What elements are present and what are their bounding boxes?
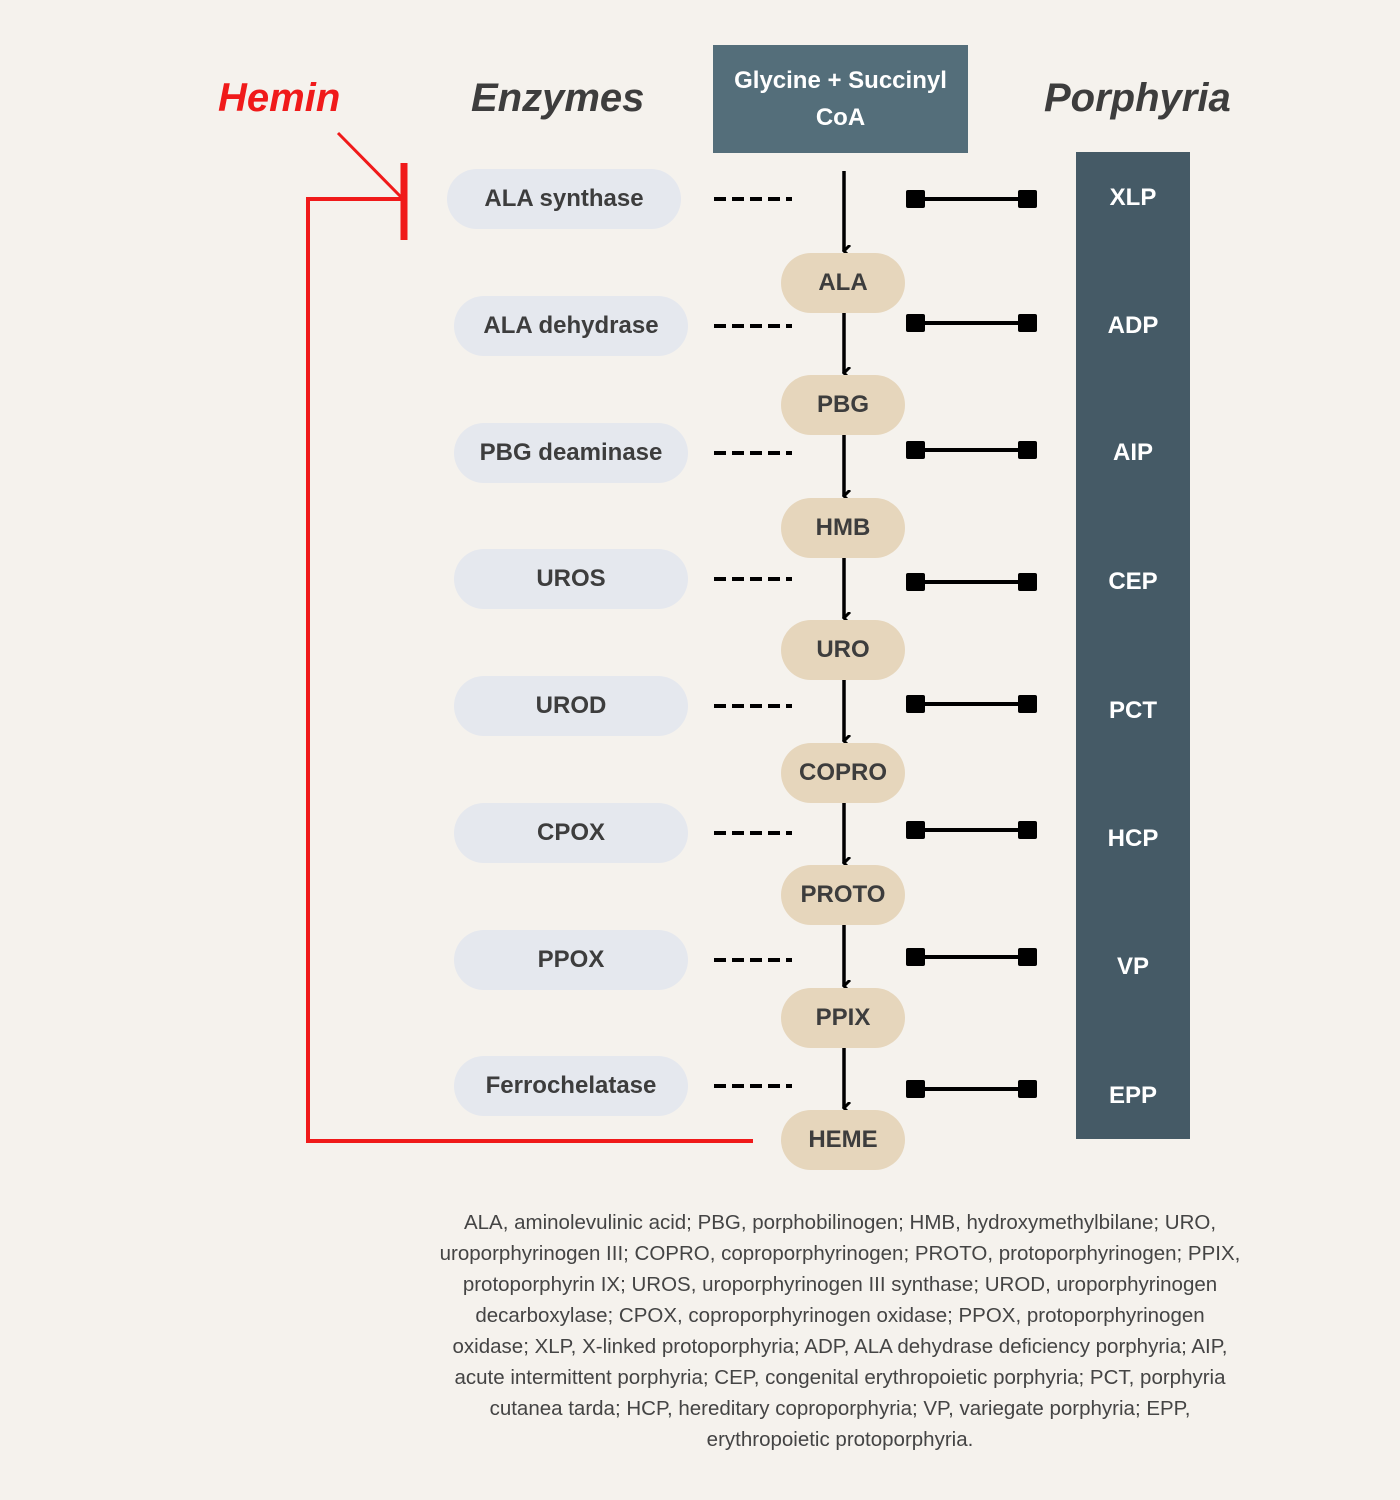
porphyria-aip: AIP <box>1112 439 1153 466</box>
porphyria-pct: PCT <box>1109 697 1157 724</box>
disease-link-bar <box>906 1080 1037 1098</box>
enzyme-urod: UROD <box>454 676 688 736</box>
caption-line: uroporphyrinogen III; COPRO, coproporphy… <box>439 1242 1241 1265</box>
disease-link-bar <box>906 441 1037 459</box>
hemin-feedback-inhibition <box>306 131 753 1143</box>
enzyme-pbg-deaminase: PBG deaminase <box>454 423 688 483</box>
metabolite-proto: PROTO <box>781 865 905 925</box>
porphyria-column <box>1076 152 1190 1139</box>
metabolite-heme: HEME <box>781 1110 905 1170</box>
caption-line: decarboxylase; CPOX, coproporphyrinogen … <box>475 1304 1205 1327</box>
disease-link-bar <box>906 190 1037 208</box>
enzyme-ala-dehydrase: ALA dehydrase <box>454 296 688 356</box>
porphyria-adp: ADP <box>1107 312 1159 339</box>
enzyme-ppox: PPOX <box>454 930 688 990</box>
disease-link-bar <box>906 573 1037 591</box>
metabolite-copro: COPRO <box>781 743 905 803</box>
metabolite-ppix: PPIX <box>781 988 905 1048</box>
porphyria-heading: Porphyria <box>1044 76 1231 120</box>
caption-line: ALA, aminolevulinic acid; PBG, porphobil… <box>463 1211 1217 1234</box>
metabolite-pbg: PBG <box>781 375 905 435</box>
enzyme-cpox: CPOX <box>454 803 688 863</box>
enzyme-ala-synthase: ALA synthase <box>447 169 681 229</box>
metabolite-ala: ALA <box>781 253 905 313</box>
caption-line: erythropoietic protoporphyria. <box>706 1428 974 1451</box>
caption-line: protoporphyrin IX; UROS, uroporphyrinoge… <box>462 1273 1218 1296</box>
disease-link-bar <box>906 314 1037 332</box>
porphyria-epp: EPP <box>1108 1082 1158 1109</box>
enzyme-ferrochelatase: Ferrochelatase <box>454 1056 688 1116</box>
metabolite-uro: URO <box>781 620 905 680</box>
enzymes-heading: Enzymes <box>471 76 645 120</box>
enzyme-uros: UROS <box>454 549 688 609</box>
porphyria-cep: CEP <box>1108 568 1158 595</box>
disease-link-bar <box>906 821 1037 839</box>
metabolite-hmb: HMB <box>781 498 905 558</box>
caption-line: cutanea tarda; HCP, hereditary coproporp… <box>489 1397 1191 1420</box>
caption-line: oxidase; XLP, X-linked protoporphyria; A… <box>452 1335 1228 1358</box>
caption-line: acute intermittent porphyria; CEP, conge… <box>454 1366 1226 1389</box>
glycine-succinyl-coa-box: Glycine + Succinyl CoA <box>713 45 968 153</box>
disease-link-bar <box>906 695 1037 713</box>
porphyria-xlp: XLP <box>1109 184 1157 211</box>
disease-link-bar <box>906 948 1037 966</box>
hemin-label: Hemin <box>218 76 341 120</box>
porphyria-vp: VP <box>1116 953 1149 980</box>
porphyria-hcp: HCP <box>1107 825 1159 852</box>
caption: ALA, aminolevulinic acid; PBG, porphobil… <box>395 1207 1285 1455</box>
